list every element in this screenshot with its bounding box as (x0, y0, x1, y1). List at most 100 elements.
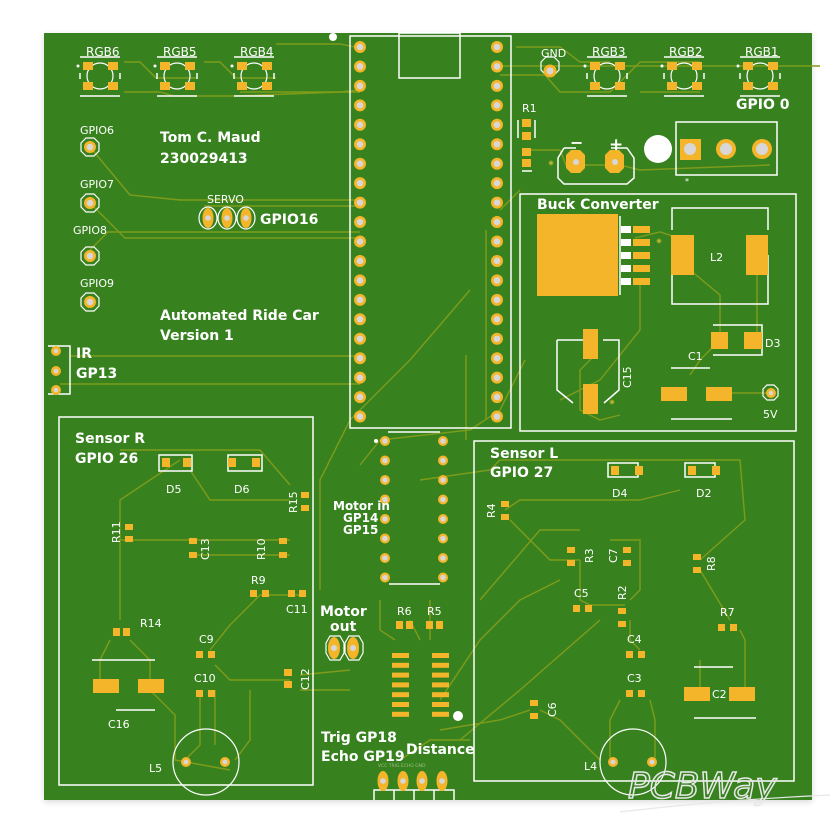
tactile-switch[interactable] (76, 56, 121, 97)
tactile-switch[interactable] (660, 56, 705, 97)
tactile-switch[interactable] (583, 56, 628, 97)
pico-pin-right[interactable] (491, 79, 503, 92)
motor-driver-pin[interactable] (438, 514, 448, 524)
gpio-test-point[interactable] (80, 292, 100, 312)
pico-pin-right[interactable] (491, 118, 503, 131)
buck-title: Buck Converter (537, 197, 659, 213)
tactile-switch[interactable] (230, 56, 275, 97)
label-ir: IR (76, 346, 92, 362)
label-c3: C3 (627, 672, 642, 685)
ic-lead-pad (633, 252, 650, 259)
drill-hole (86, 143, 94, 151)
motor-driver-pin[interactable] (438, 436, 448, 446)
drill-hole (493, 393, 501, 401)
motor-driver-pin[interactable] (380, 494, 390, 505)
pico-pin-left[interactable] (354, 352, 366, 365)
motor-driver-pin[interactable] (438, 553, 448, 563)
pico-pin-left[interactable] (354, 313, 366, 326)
pico-pin-right[interactable] (491, 410, 503, 423)
label-r15: R15 (287, 491, 300, 513)
pico-pin-right[interactable] (491, 41, 503, 53)
pico-pin-right[interactable] (491, 235, 503, 248)
gpio-test-point[interactable] (80, 246, 100, 266)
pico-pin-right[interactable] (491, 352, 503, 365)
motor-driver-pin[interactable] (380, 572, 390, 583)
label-r11: R11 (110, 521, 123, 543)
motor-driver-pin[interactable] (380, 514, 390, 524)
label-c10: C10 (194, 672, 216, 685)
pico-pin-left[interactable] (354, 196, 366, 209)
pico-pin-right[interactable] (491, 99, 503, 112)
motor-driver-pin[interactable] (380, 455, 390, 466)
pico-pin-right[interactable] (491, 157, 503, 170)
pico-pin-left[interactable] (354, 274, 366, 287)
drill-hole (493, 238, 501, 245)
motor-driver-pin[interactable] (380, 553, 390, 563)
pico-pin-right[interactable] (491, 216, 503, 229)
pico-pin-right[interactable] (491, 254, 503, 267)
ic-pad (392, 702, 409, 707)
motor-out-header[interactable] (325, 635, 364, 661)
motor-driver-pin[interactable] (380, 436, 390, 446)
pico-pin-left[interactable] (354, 391, 366, 404)
switch-body (86, 62, 114, 90)
motor-driver-pin[interactable] (438, 572, 448, 583)
pico-pin-right[interactable] (491, 274, 503, 287)
pico-pin-left[interactable] (354, 371, 366, 384)
ic-pad (432, 692, 449, 698)
pad (160, 62, 170, 70)
pico-pin-right[interactable] (491, 177, 503, 190)
motor-driver-pin[interactable] (438, 455, 448, 466)
servo-header[interactable] (198, 206, 256, 230)
pico-pin-left[interactable] (354, 216, 366, 229)
label-l5: L5 (149, 762, 162, 775)
pico-pin-left[interactable] (354, 157, 366, 170)
drill-hole (440, 438, 446, 444)
pico-pin-right[interactable] (491, 313, 503, 326)
pico-pin-right[interactable] (491, 332, 503, 345)
power-input-connector[interactable] (557, 147, 635, 185)
drill-hole (356, 374, 364, 381)
drill-hole (493, 335, 501, 343)
gpio-test-point[interactable] (80, 193, 100, 213)
pad (590, 62, 600, 70)
pico-pin-right[interactable] (491, 293, 503, 306)
ir-header[interactable] (48, 345, 71, 395)
pico-pin-right[interactable] (491, 196, 503, 209)
distance-sensor-header[interactable] (373, 771, 455, 800)
pico-pin-right[interactable] (491, 371, 503, 384)
fiducial (453, 711, 463, 721)
pico-pin-left[interactable] (354, 254, 366, 267)
pico-pin-left[interactable] (354, 332, 366, 345)
pico-pin-left[interactable] (354, 79, 366, 92)
pico-pin-left[interactable] (354, 138, 366, 151)
pico-pin-right[interactable] (491, 60, 503, 73)
gnd-test-point[interactable] (540, 56, 560, 78)
pico-pin-left[interactable] (354, 99, 366, 112)
terminal-block[interactable] (675, 121, 778, 176)
pico-pin-right[interactable] (491, 138, 503, 151)
label-c2: C2 (712, 688, 727, 701)
pad (615, 62, 625, 70)
pico-pin-left[interactable] (354, 60, 366, 73)
label-power-minus: − (570, 133, 583, 152)
motor-driver-pin[interactable] (438, 494, 448, 505)
motor-driver-pin[interactable] (438, 475, 448, 485)
pico-pin-left[interactable] (354, 410, 366, 423)
label-gnd: GND (541, 47, 566, 60)
tactile-switch[interactable] (153, 56, 198, 97)
drill-hole (205, 215, 211, 221)
pico-pin-left[interactable] (354, 41, 366, 53)
pico-pin-left[interactable] (354, 235, 366, 248)
motor-driver-pin[interactable] (438, 533, 448, 544)
pico-pin-left[interactable] (354, 293, 366, 306)
pad (667, 82, 677, 90)
motor-driver-pin[interactable] (380, 533, 390, 544)
gpio-test-point[interactable] (80, 137, 100, 157)
pico-pin-left[interactable] (354, 177, 366, 190)
label-pin1-marker: * (685, 177, 689, 186)
pico-pin-left[interactable] (354, 118, 366, 131)
motor-driver-pin[interactable] (380, 475, 390, 485)
pico-pin-right[interactable] (491, 391, 503, 404)
tactile-switch[interactable] (736, 56, 781, 97)
